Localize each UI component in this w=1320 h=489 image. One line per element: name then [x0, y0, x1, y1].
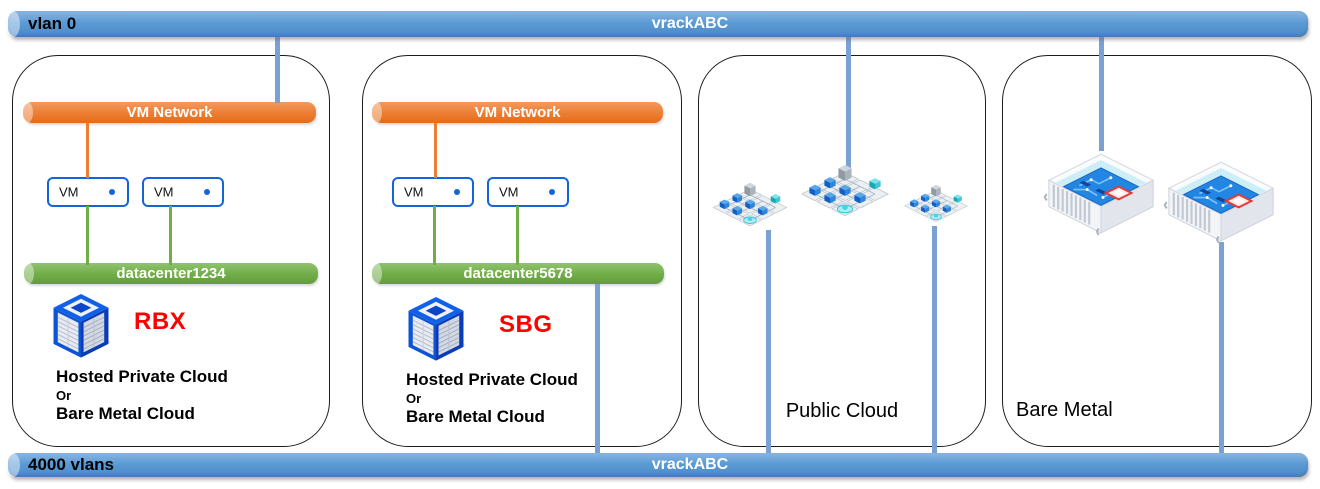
desc-line: Bare Metal Cloud	[56, 404, 195, 423]
datacenter-label-sbg: datacenter5678	[463, 265, 573, 282]
vm-status-dot	[454, 189, 460, 195]
connector-datacenter-sbg-to-vrack	[595, 284, 600, 456]
vm-network-bar-rbx: VM Network	[22, 102, 316, 123]
cloud-description-sbg: Hosted Private Cloud Or Bare Metal Cloud	[406, 370, 578, 427]
desc-line: Hosted Private Cloud	[56, 367, 228, 386]
vm-label: VM	[499, 184, 519, 200]
connector-vm-to-datacenter-sbg-2	[516, 206, 519, 265]
bare-metal-server-icon	[1043, 153, 1155, 236]
datacenter-bar-rbx: datacenter1234	[23, 263, 318, 284]
connector-vm-to-datacenter-rbx-1	[86, 206, 89, 265]
vm-box-rbx-2: VM	[142, 177, 224, 207]
cloud-description-rbx: Hosted Private Cloud Or Bare Metal Cloud	[56, 367, 228, 424]
cloud-cluster-icon	[902, 184, 970, 228]
bare-metal-server-icon	[1163, 161, 1275, 244]
vrack-top-title: vrackABC	[651, 15, 729, 32]
vm-network-label-sbg: VM Network	[474, 104, 561, 121]
container-public-cloud	[698, 55, 986, 447]
datacenter-bar-sbg: datacenter5678	[371, 263, 664, 284]
connector-vrack-to-bare-metal	[1099, 37, 1104, 151]
connector-vm-to-datacenter-sbg-1	[433, 206, 436, 265]
site-label-rbx: RBX	[134, 308, 187, 335]
desc-line: Or	[406, 391, 422, 406]
vlans-count-label: 4000 vlans	[28, 455, 115, 474]
vrack-bottom-bar: 4000 vlans vrackABC	[6, 453, 1308, 477]
connector-public-cloud-to-vrack-1	[766, 230, 771, 456]
vlan0-label: vlan 0	[28, 14, 77, 33]
vm-label: VM	[404, 184, 424, 200]
vm-box-rbx-1: VM	[47, 177, 129, 207]
cloud-cluster-icon	[710, 182, 790, 233]
vm-status-dot	[109, 189, 115, 195]
connector-public-cloud-to-vrack-2	[932, 226, 937, 456]
site-label-sbg: SBG	[499, 311, 553, 338]
vm-label: VM	[59, 184, 79, 200]
desc-line: Hosted Private Cloud	[406, 370, 578, 389]
vm-status-dot	[204, 189, 210, 195]
desc-line: Or	[56, 388, 72, 403]
vm-network-label-rbx: VM Network	[126, 104, 213, 121]
datacenter-cube-icon	[52, 294, 112, 359]
cloud-cluster-icon	[798, 164, 892, 224]
vm-network-bar-sbg: VM Network	[371, 102, 663, 123]
connector-bare-metal-to-vrack	[1219, 242, 1224, 456]
vm-box-sbg-1: VM	[392, 177, 474, 207]
connector-vm-to-datacenter-rbx-2	[169, 206, 172, 265]
bare-metal-label: Bare Metal	[1016, 399, 1113, 421]
desc-line: Bare Metal Cloud	[406, 407, 545, 426]
connector-vrack-to-public-cloud	[846, 37, 851, 168]
connector-vrack-to-vmnetwork-rbx	[275, 37, 280, 103]
vrack-top-bar: vlan 0 vrackABC	[6, 11, 1308, 37]
container-bare-metal	[1002, 55, 1312, 447]
datacenter-label-rbx: datacenter1234	[116, 265, 226, 282]
vm-label: VM	[154, 184, 174, 200]
connector-vmnetwork-to-vm-sbg	[434, 123, 437, 178]
vm-box-sbg-2: VM	[487, 177, 569, 207]
vm-status-dot	[549, 189, 555, 195]
public-cloud-label: Public Cloud	[785, 400, 899, 422]
datacenter-cube-icon	[407, 297, 467, 362]
connector-vmnetwork-to-vm-rbx	[86, 123, 89, 178]
vrack-bottom-title: vrackABC	[651, 456, 729, 473]
